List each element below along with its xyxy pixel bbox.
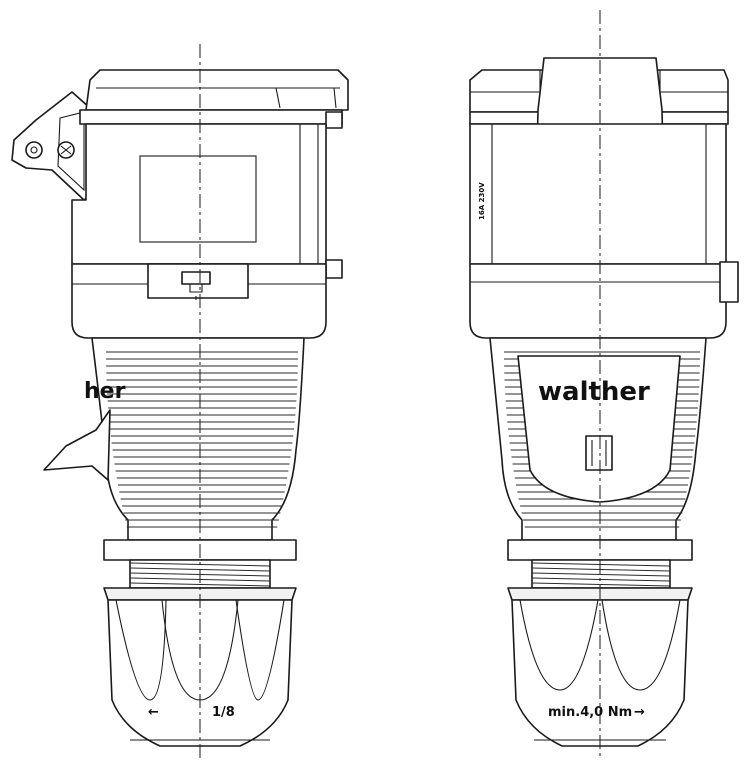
thread-line — [531, 582, 671, 587]
arrow-left: ← — [148, 705, 159, 720]
angle-marking: 1/8 — [212, 705, 235, 720]
brand-front: walther — [538, 377, 650, 407]
socket-side-view: her ← 1/8 — [11, 44, 349, 760]
thread-line — [531, 567, 671, 572]
thread-line — [531, 577, 671, 582]
middle-band-front — [469, 263, 727, 339]
brand-side: her — [84, 379, 126, 404]
hinge-lid — [11, 91, 91, 201]
arrow-right: → — [634, 705, 645, 720]
thread-line — [531, 572, 671, 577]
release-button — [585, 435, 613, 471]
top-cap — [85, 69, 349, 111]
label-window — [139, 155, 257, 243]
front-plate — [517, 355, 681, 503]
side-tab — [43, 409, 111, 481]
hinge-pin — [25, 141, 43, 159]
ribbed-grip — [91, 337, 305, 541]
socket-front-view: 16A 230V walther min.4,0 Nm → — [469, 10, 739, 760]
upper-housing-front — [469, 123, 727, 265]
thread-lines-front — [531, 562, 671, 587]
thread-line — [531, 562, 671, 567]
collar-front — [507, 539, 693, 561]
torque-marking: min.4,0 Nm — [548, 705, 632, 720]
rating-text: 16A 230V — [478, 182, 486, 220]
upper-housing — [71, 123, 327, 265]
middle-band — [71, 263, 327, 339]
grip-ribs — [106, 351, 298, 528]
thread-line — [129, 582, 271, 587]
